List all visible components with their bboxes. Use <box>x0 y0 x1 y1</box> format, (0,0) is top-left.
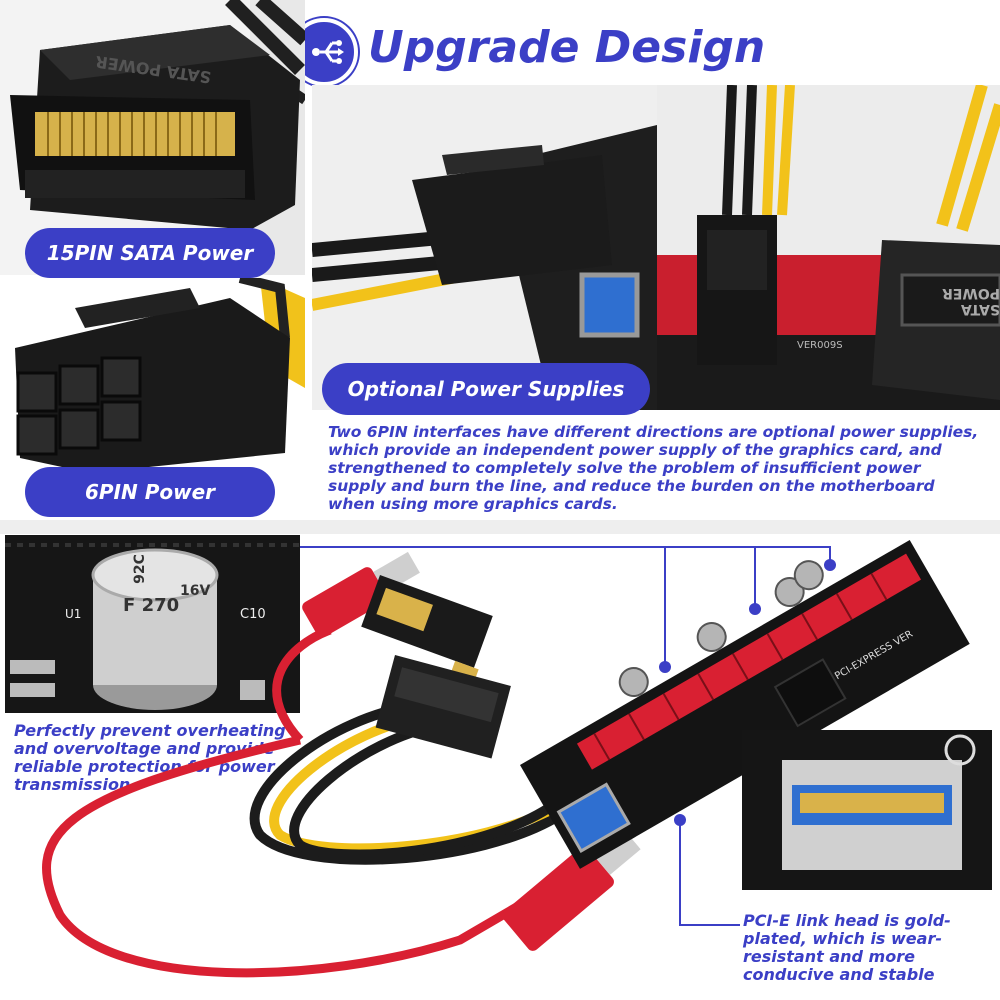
page-title: Upgrade Design <box>368 22 766 73</box>
board-text: VER009S <box>797 340 843 351</box>
pcb-text-u1: U1 <box>65 607 82 621</box>
protection-description: Perfectly prevent overheating and overvo… <box>14 721 286 794</box>
gold-plated-description: PCI-E link head is gold-plated, which is… <box>743 911 951 984</box>
sixpin-power-label: 6PIN Power <box>25 467 275 517</box>
usb-circuit-icon <box>312 40 344 64</box>
riser-product-illustration <box>42 540 992 978</box>
sixpin-connector-photo <box>0 278 305 478</box>
sata-side-text: SATA POWER <box>942 285 1000 317</box>
sata-power-label: 15PIN SATA Power <box>25 228 275 278</box>
optional-power-label: Optional Power Supplies <box>322 363 650 415</box>
optional-power-description: Two 6PIN interfaces have different direc… <box>328 423 979 513</box>
capacitor-text-2: F 270 <box>123 595 180 616</box>
capacitor-zoom-photo: 92C F 270 16V U1 C10 <box>5 535 300 713</box>
optional-power-photo: VER009S SATA POWER <box>312 85 1000 410</box>
pcb-text-c10: C10 <box>240 607 266 622</box>
capacitor-text-3: 16V <box>180 583 211 599</box>
section-divider <box>0 520 1000 534</box>
